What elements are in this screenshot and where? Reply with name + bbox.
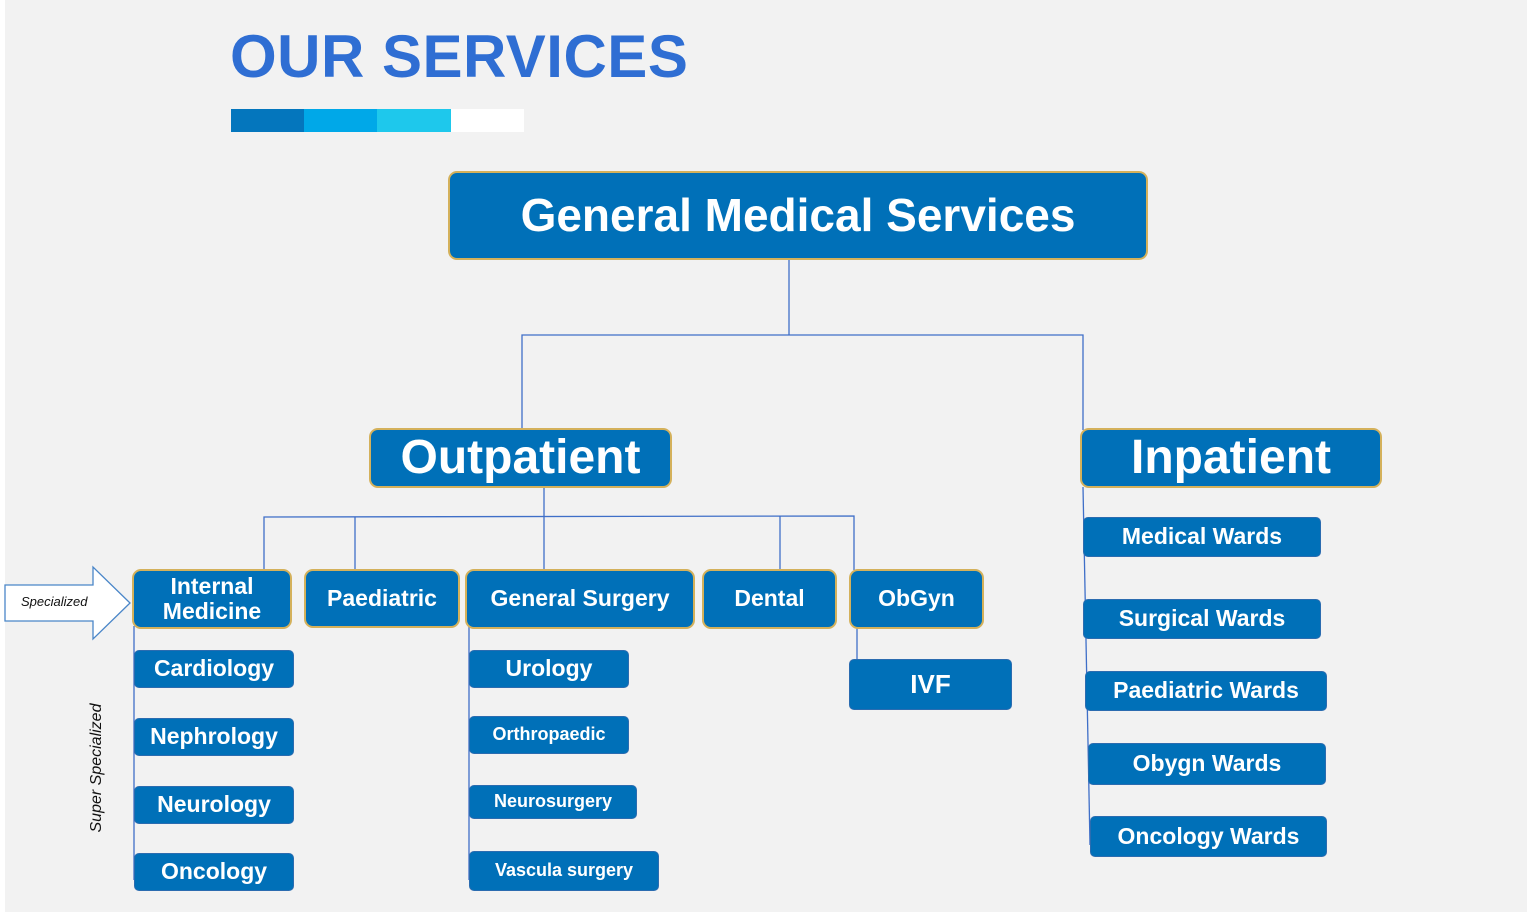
node-paediatric-wards: Paediatric Wards bbox=[1085, 671, 1327, 711]
node-vascula-surgery: Vascula surgery bbox=[469, 851, 659, 891]
node-general-medical-services: General Medical Services bbox=[448, 171, 1148, 260]
node-internal-medicine: Internal Medicine bbox=[132, 569, 292, 629]
node-inpatient: Inpatient bbox=[1080, 428, 1382, 488]
super-specialized-label: Super Specialized bbox=[88, 703, 105, 833]
accent-bar-segment-3 bbox=[377, 109, 451, 132]
node-neurosurgery: Neurosurgery bbox=[469, 785, 637, 819]
accent-bar-segment-1 bbox=[231, 109, 304, 132]
node-medical-wards: Medical Wards bbox=[1083, 517, 1321, 557]
node-paediatric: Paediatric bbox=[304, 569, 460, 628]
node-orthropaedic: Orthropaedic bbox=[469, 716, 629, 754]
node-ivf: IVF bbox=[849, 659, 1012, 710]
node-general-surgery: General Surgery bbox=[465, 569, 695, 629]
page-title: OUR SERVICES bbox=[230, 23, 689, 90]
node-neurology: Neurology bbox=[134, 786, 294, 824]
node-surgical-wards: Surgical Wards bbox=[1083, 599, 1321, 639]
specialized-arrow-icon bbox=[4, 565, 131, 641]
node-dental: Dental bbox=[702, 569, 837, 629]
accent-bar-segment-2 bbox=[304, 109, 377, 132]
node-obygn-wards: Obygn Wards bbox=[1088, 743, 1326, 785]
node-obgyn: ObGyn bbox=[849, 569, 984, 629]
node-cardiology: Cardiology bbox=[134, 650, 294, 688]
node-urology: Urology bbox=[469, 650, 629, 688]
node-oncology-wards: Oncology Wards bbox=[1090, 816, 1327, 857]
node-oncology: Oncology bbox=[134, 853, 294, 891]
node-outpatient: Outpatient bbox=[369, 428, 672, 488]
accent-bar-segment-4 bbox=[451, 109, 524, 132]
node-nephrology: Nephrology bbox=[134, 718, 294, 756]
specialized-label: Specialized bbox=[21, 594, 88, 609]
